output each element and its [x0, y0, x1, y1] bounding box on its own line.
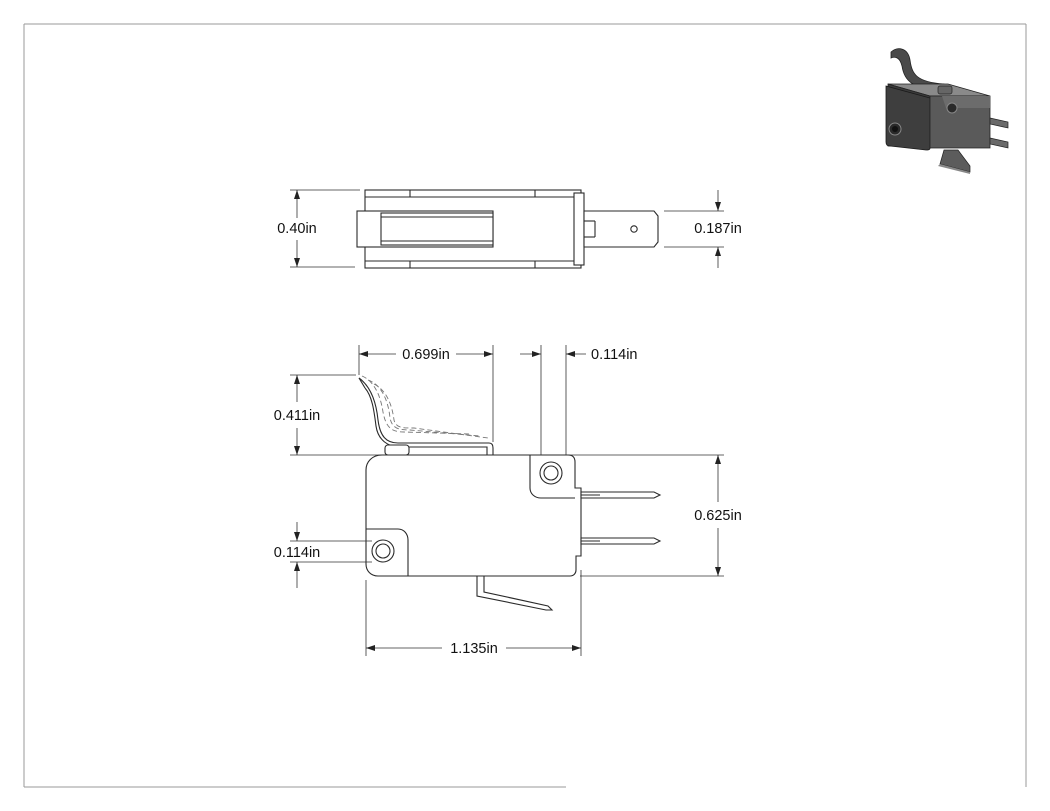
side-view-terminal-lower: [580, 537, 662, 545]
side-view-plunger: [384, 444, 410, 456]
mounting-hole-bottom: [371, 539, 395, 563]
sheet-border: [23, 23, 1027, 788]
isometric-render: [885, 48, 1009, 174]
side-view-lever-height-label: 0.411in: [274, 408, 321, 424]
side-view-terminal-bottom: [476, 575, 554, 611]
side-view-lever-length-label: 0.699in: [402, 347, 450, 363]
side-view-terminal-upper: [580, 491, 662, 499]
side-view-hole-offset-label: 0.114in: [591, 347, 638, 363]
top-view-terminal-width-label: 0.187in: [694, 221, 742, 237]
side-view: 0.699in 0.114in 0.411in: [274, 345, 742, 657]
side-view-body-height-label: 0.625in: [694, 508, 742, 524]
lever-travel-dashed-1: [361, 375, 471, 435]
side-view-hole-height-label: 0.114in: [274, 545, 321, 561]
top-view-arrow-up: [294, 190, 300, 199]
top-view-arrow-down: [294, 258, 300, 267]
top-view-height-label: 0.40in: [277, 221, 317, 237]
side-view-body: [365, 454, 582, 577]
side-view-lever: [358, 377, 494, 455]
lever-travel-dashed-2: [367, 379, 481, 437]
top-view-terminal: [583, 210, 659, 248]
mounting-hole-top: [539, 461, 563, 485]
side-view-body-length-label: 1.135in: [450, 641, 498, 657]
top-view: 0.40in 0.187in: [277, 189, 742, 269]
